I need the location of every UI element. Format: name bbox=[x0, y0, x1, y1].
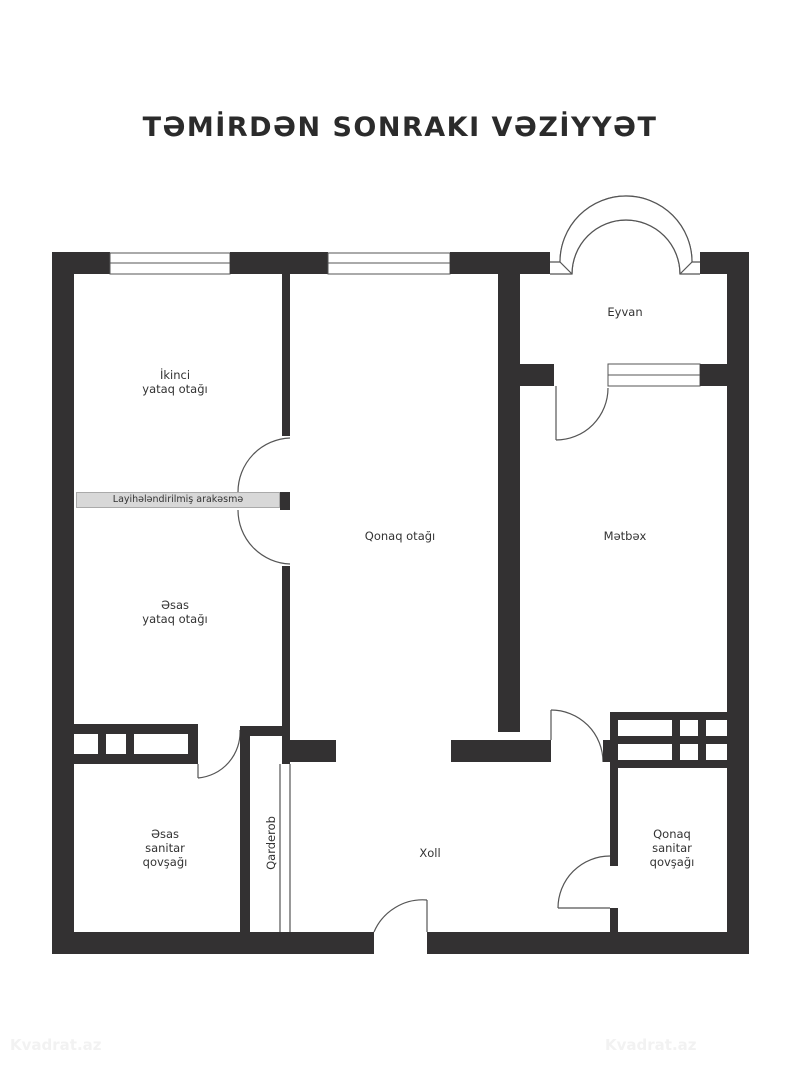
wall-balcony-bottom-left bbox=[498, 364, 554, 386]
wall-partition-end bbox=[280, 492, 290, 510]
room-master-bathroom: Əsas sanitar qovşağı bbox=[100, 827, 230, 869]
wall-hall-stub-left bbox=[290, 740, 336, 762]
shelf-guest-top bbox=[610, 712, 727, 720]
door-swing-entrance bbox=[373, 899, 428, 933]
wall-hall-stub-right bbox=[451, 740, 551, 762]
window-balcony-top bbox=[607, 363, 701, 376]
window-living-bottom bbox=[327, 262, 451, 275]
wall-left bbox=[52, 252, 74, 952]
room-balcony: Eyvan bbox=[607, 305, 643, 319]
room-hall: Xoll bbox=[419, 846, 441, 860]
room-master-bedroom: Əsas yataq otağı bbox=[100, 598, 250, 626]
watermark-left: Kvadrat.az bbox=[10, 1036, 102, 1054]
label-line: yataq otağı bbox=[142, 382, 208, 396]
wall-bottom-right bbox=[427, 932, 749, 954]
wall-balcony-bottom-right bbox=[700, 364, 749, 386]
shelf-bottom bbox=[74, 754, 198, 764]
label-line: Əsas bbox=[160, 598, 190, 612]
room-living: Qonaq otağı bbox=[364, 529, 436, 543]
label-line: yataq otağı bbox=[142, 612, 208, 626]
door-swing-master-bath bbox=[197, 729, 241, 779]
room-second-bedroom: İkinci yataq otağı bbox=[100, 368, 250, 396]
label-line: İkinci bbox=[159, 368, 191, 382]
window-bedroom2-bottom bbox=[109, 262, 231, 275]
wall-bedroom1-living bbox=[282, 566, 290, 724]
planned-partition: Layihələndirilmiş arakəsmə bbox=[76, 492, 280, 508]
window-bedroom2-top bbox=[109, 252, 231, 264]
wall-top-mid bbox=[230, 252, 328, 274]
wall-bottom-left bbox=[52, 932, 374, 954]
door-swing-bedroom1 bbox=[237, 509, 291, 565]
window-balcony-bottom bbox=[607, 374, 701, 387]
wall-wardrobe-top bbox=[240, 726, 290, 736]
label-line: qovşağı bbox=[649, 855, 695, 869]
room-wardrobe: Qarderob bbox=[264, 816, 278, 870]
door-swing-balcony bbox=[555, 387, 609, 441]
room-guest-bathroom: Qonaq sanitar qovşağı bbox=[622, 827, 722, 869]
window-living-top bbox=[327, 252, 451, 264]
shelf-top bbox=[74, 724, 198, 734]
label-line: sanitar bbox=[145, 841, 185, 855]
label-line: sanitar bbox=[652, 841, 692, 855]
room-kitchen: Mətbəx bbox=[603, 529, 647, 543]
wall-living-kitchen bbox=[498, 252, 520, 732]
wall-top-balcony-right bbox=[700, 252, 749, 274]
wall-bedroom2-living bbox=[282, 274, 290, 436]
label-line: Qonaq bbox=[653, 827, 691, 841]
watermark-right: Kvadrat.az bbox=[605, 1036, 697, 1054]
wall-guest-bath-left bbox=[610, 768, 618, 866]
label-line: qovşağı bbox=[142, 855, 188, 869]
door-swing-bedroom2 bbox=[237, 437, 291, 493]
plan-title: TƏMİRDƏN SONRAKI VƏZİYYƏT bbox=[142, 112, 658, 143]
wall-wardrobe-left bbox=[240, 726, 250, 932]
door-swing-guest-bath bbox=[557, 855, 611, 909]
door-swing-kitchen bbox=[550, 709, 604, 763]
label-line: Əsas bbox=[150, 827, 180, 841]
wall-right bbox=[727, 252, 749, 954]
